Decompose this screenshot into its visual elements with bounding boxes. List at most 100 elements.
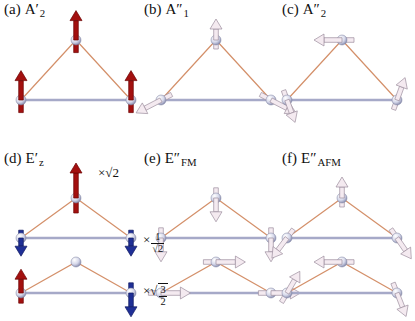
spin-triangle — [155, 188, 277, 262]
mode-subscript: 2 — [321, 7, 326, 19]
amplitude-factor: × — [143, 232, 150, 248]
label-group: ×√32 — [143, 283, 168, 308]
fraction: 1√2 — [151, 232, 164, 255]
spin-arrow-shaft — [216, 260, 235, 265]
spin-arrow-shaft — [129, 81, 134, 100]
spin-arrow-head — [401, 247, 412, 259]
spin-arrow-head — [70, 163, 82, 173]
mode-symbol: A′ — [25, 1, 39, 18]
amplitude-factor: ×√2 — [98, 165, 119, 181]
mode-subscript: 1 — [184, 7, 189, 19]
spin-arrow-head — [125, 71, 137, 81]
spin-arrow-shaft — [285, 279, 297, 295]
spin-arrow-head — [235, 256, 245, 268]
spin-triangle — [148, 256, 300, 299]
spin-arrow-head — [210, 212, 222, 222]
spin-arrow-shaft — [276, 237, 289, 252]
spin-arrow-head — [396, 78, 407, 90]
spin-arrow-head — [286, 111, 297, 123]
mode-subscript: 2 — [40, 7, 45, 19]
spin-triangle — [281, 34, 407, 122]
label-group: (f) E″AFM — [282, 150, 341, 167]
spin-arrow-shaft — [324, 38, 342, 43]
spin-arrow-head — [272, 247, 283, 259]
spin-arrow-shaft — [395, 86, 404, 101]
bond-line — [21, 99, 131, 102]
label-group: (d)E′z — [4, 150, 44, 167]
bond-line — [161, 99, 271, 102]
bond-line — [287, 292, 397, 295]
label-group: (c)A″2 — [282, 1, 326, 18]
amplitude-factor: ×√ — [143, 283, 157, 299]
panel-tag: (e) — [144, 150, 161, 167]
spin-arrow-shaft — [214, 198, 219, 212]
bond-line — [161, 40, 271, 100]
spin-arrow-shaft — [129, 238, 134, 246]
atom-sphere — [71, 257, 81, 267]
spin-arrow-head — [15, 269, 27, 279]
spin-arrow-head — [336, 177, 348, 187]
spin-triangle — [15, 11, 137, 113]
spin-arrow-head — [314, 256, 324, 268]
fraction: 32 — [158, 283, 167, 308]
label-group: (a)A′2 — [4, 1, 45, 18]
mode-symbol: E′ — [26, 150, 38, 167]
mode-subscript: z — [39, 156, 44, 168]
bond-line — [21, 237, 131, 240]
spin-arrow-shaft — [324, 260, 342, 265]
spin-arrow-head — [180, 287, 190, 299]
spin-arrow-head — [125, 246, 137, 256]
spin-arrow-shaft — [74, 173, 79, 198]
bond-line — [161, 198, 271, 238]
label-group: ×√2 — [98, 165, 119, 181]
fraction-numerator: 3 — [160, 285, 165, 296]
spin-arrow-head — [397, 305, 408, 317]
spin-arrow-head — [15, 246, 27, 256]
label-group: ×1√2 — [143, 232, 164, 255]
spin-arrow-head — [70, 11, 82, 21]
spin-triangle — [136, 19, 296, 114]
spin-arrow-shaft — [395, 237, 407, 252]
spin-arrow-head — [290, 271, 300, 283]
spin-arrow-head — [125, 307, 137, 317]
spin-triangle — [272, 177, 411, 259]
mode-symbol: A″ — [303, 1, 320, 18]
bond-line — [161, 292, 271, 295]
spin-arrow-shaft — [285, 99, 294, 114]
spin-triangle — [15, 163, 137, 256]
bond-line — [287, 198, 397, 238]
bond-line — [287, 237, 397, 240]
panel-tag: (d) — [4, 150, 22, 167]
mode-symbol: E″ — [165, 150, 180, 167]
bond-line — [21, 40, 131, 100]
fraction-denominator: 2 — [159, 296, 166, 308]
spin-arrow-shaft — [395, 292, 405, 308]
spin-arrow-shaft — [144, 98, 162, 110]
spin-triangle — [280, 256, 409, 317]
spin-arrow-shaft — [19, 279, 24, 293]
bond-line — [287, 40, 397, 100]
spin-arrow-shaft — [19, 81, 24, 100]
fraction-numerator: 1 — [155, 232, 160, 243]
label-group: (e)E″FM — [144, 150, 197, 167]
bond-line — [21, 292, 131, 295]
fraction-denominator: √2 — [151, 243, 164, 255]
spin-arrow-head — [136, 103, 148, 114]
panel-tag: (a) — [4, 1, 21, 18]
panel-tag: (f) — [282, 150, 297, 167]
spin-arrow-shaft — [19, 238, 24, 246]
spin-arrow-shaft — [340, 187, 345, 198]
mode-symbol: E″ — [301, 150, 316, 167]
spin-triangle — [15, 257, 137, 317]
spin-arrow-shaft — [129, 293, 134, 307]
spin-arrow-head — [210, 19, 222, 29]
bond-line — [161, 237, 271, 240]
spin-arrow-head — [314, 34, 324, 46]
spin-arrow-shaft — [214, 29, 219, 40]
mode-symbol: A″ — [166, 1, 183, 18]
spin-arrow-head — [15, 71, 27, 81]
bond-line — [287, 99, 397, 102]
mode-subscript: AFM — [317, 156, 340, 168]
